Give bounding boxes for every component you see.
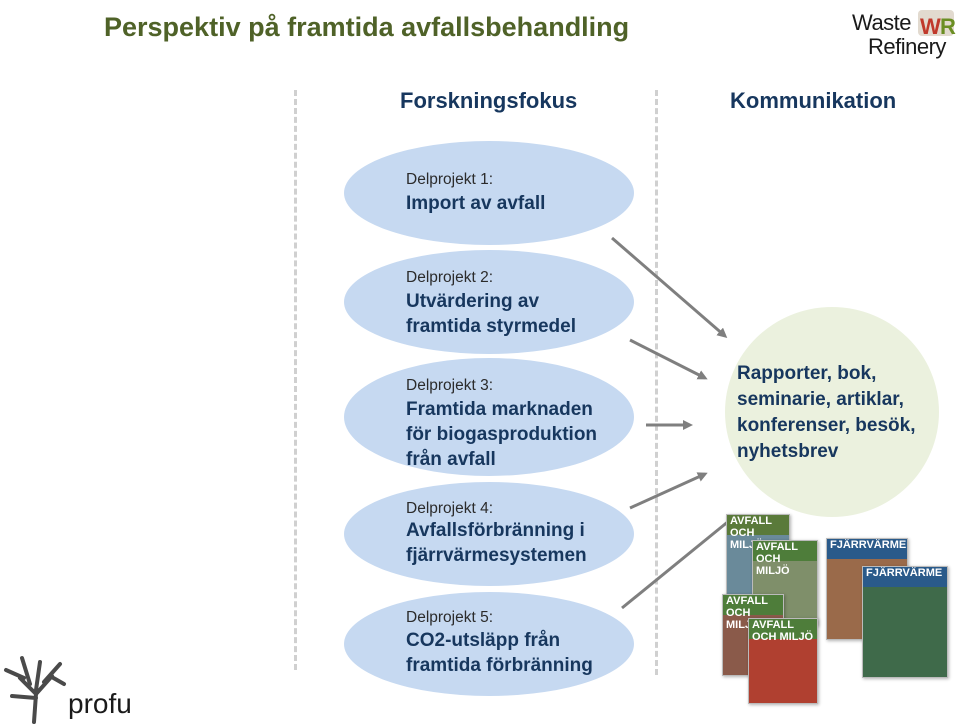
column-heading-research: Forskningsfokus (400, 88, 578, 113)
svg-text:R: R (940, 14, 956, 39)
project-label: Delprojekt 5: (406, 609, 494, 626)
magazine-collage: AVFALL OCH MILJÖ AVFALL OCH MILJÖ AVFALL… (722, 512, 952, 712)
page-title: Perspektiv på framtida avfallsbehandling (104, 12, 630, 42)
magazine-cover: AVFALL OCH MILJÖ (748, 618, 818, 704)
wr-mark-icon: W R (918, 10, 956, 39)
project-title: Avfallsförbränning i fjärrvärmesystemen (406, 520, 587, 566)
project-title: Utvärdering av framtida styrmedel (406, 291, 577, 337)
project-label: Delprojekt 4: (406, 500, 494, 517)
project-title: CO2-utsläpp från framtida förbränning (406, 630, 593, 676)
arrow-2 (629, 338, 708, 380)
magazine-cover: FJÄRRVÄRME (862, 566, 948, 678)
project-ellipse-5: Delprojekt 5: CO2-utsläpp från framtida … (344, 592, 634, 696)
arrow-1 (611, 236, 728, 338)
project-ellipse-1: Delprojekt 1: Import av avfall (344, 141, 634, 245)
logo-line1: Waste (852, 10, 912, 35)
output-text: Rapporter, bok, seminarie, artiklar, kon… (737, 363, 916, 462)
project-title: Framtida marknaden för biogasproduktion … (406, 399, 598, 470)
project-ellipse-3: Delprojekt 3: Framtida marknaden för bio… (344, 358, 634, 476)
divider-left (294, 90, 297, 670)
logo-line2: Refinery (868, 34, 946, 59)
tree-icon (4, 656, 66, 724)
project-label: Delprojekt 1: (406, 171, 494, 188)
profu-logo: profu (0, 648, 140, 724)
project-label: Delprojekt 3: (406, 377, 494, 394)
column-heading-communication: Kommunikation (730, 88, 897, 113)
divider-right (655, 90, 658, 675)
svg-text:W: W (920, 14, 941, 39)
project-ellipse-2: Delprojekt 2: Utvärdering av framtida st… (344, 250, 634, 354)
project-ellipse-4: Delprojekt 4: Avfallsförbränning i fjärr… (344, 482, 634, 586)
output-circle: Rapporter, bok, seminarie, artiklar, kon… (725, 307, 939, 517)
project-label: Delprojekt 2: (406, 269, 494, 286)
profu-text: profu (68, 688, 132, 719)
project-title: Import av avfall (406, 193, 546, 214)
arrow-5 (621, 514, 738, 610)
arrow-4 (629, 472, 708, 510)
waste-refinery-logo: Waste Refinery W R (850, 4, 960, 64)
